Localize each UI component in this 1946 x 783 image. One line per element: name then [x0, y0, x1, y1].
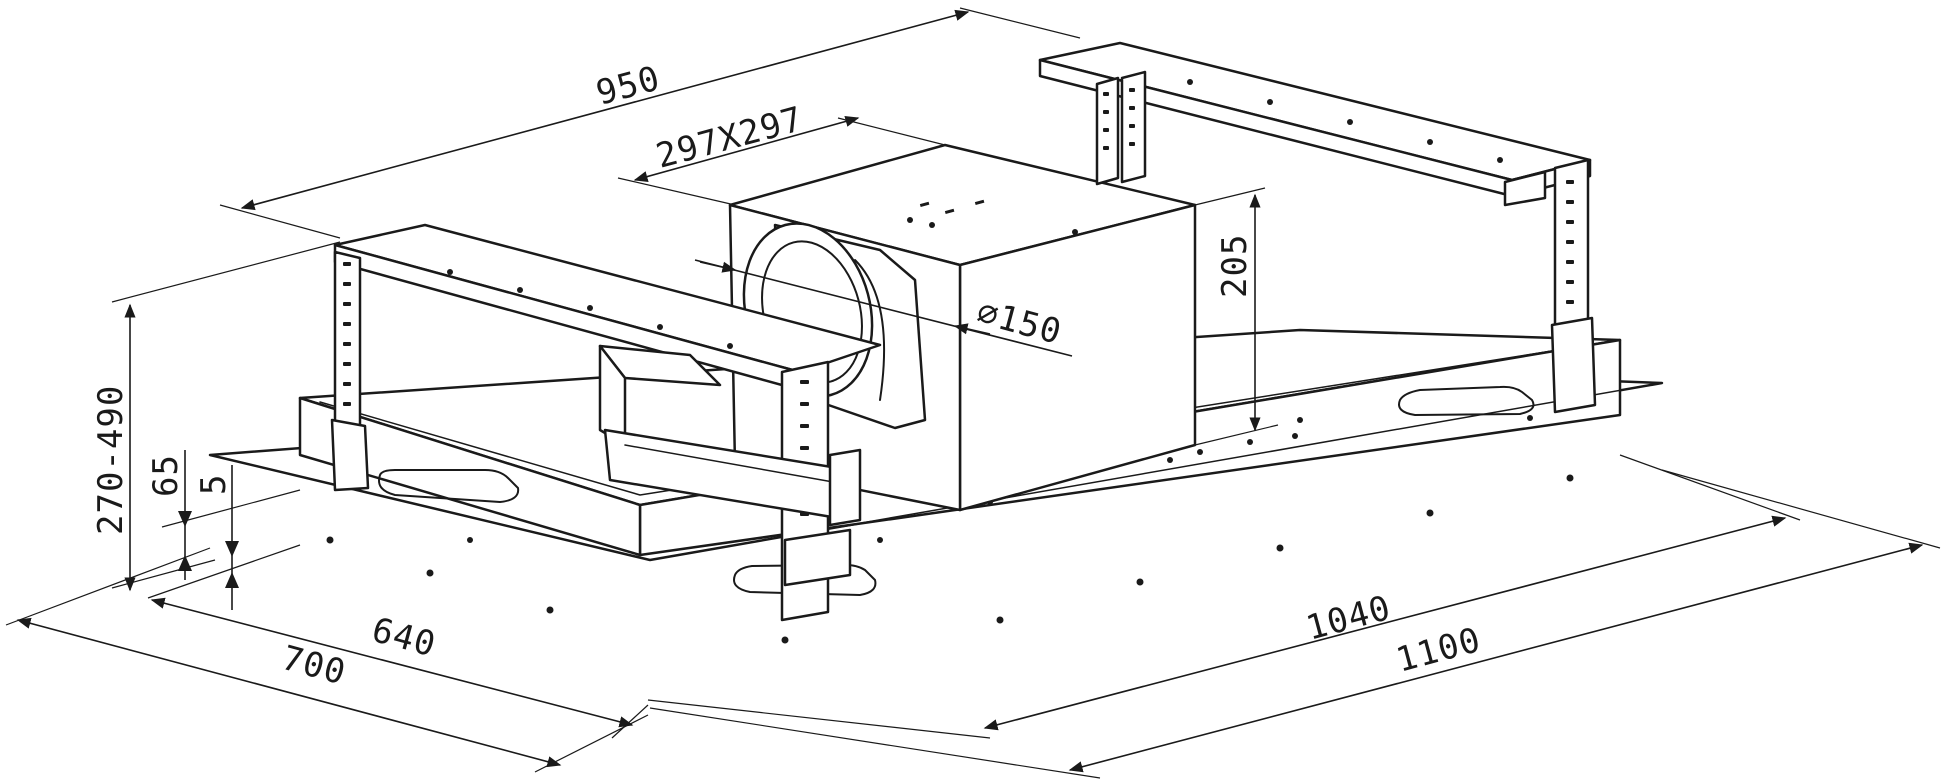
- dim-950-line: [240, 9, 970, 211]
- control-unit: [598, 344, 862, 527]
- left-rear-upright-slots: [343, 262, 351, 406]
- dim-65-arrow-top: [178, 511, 192, 527]
- dim-150-arrow-right: [953, 323, 991, 335]
- dimensions: [5, 7, 1941, 779]
- dim-1100-ext-right: [1661, 469, 1941, 549]
- dim-height-ext-top: [111, 241, 341, 303]
- dim-950-ext-right: [959, 7, 1081, 39]
- dim-height-ext-bottom: [111, 559, 216, 589]
- dim-205-ext-top: [1194, 187, 1266, 206]
- dim-1100-ext-left: [649, 707, 1101, 779]
- dim-297-ext-left: [617, 177, 736, 206]
- dim-297-ext-right: [837, 117, 946, 146]
- right-bracket-hanger: [1503, 170, 1547, 207]
- right-rear-upright-slots: [1103, 88, 1135, 150]
- right-front-foot: [1550, 316, 1597, 414]
- frame-inner-rim: [319, 344, 1591, 496]
- label-297x297: 297X297: [652, 99, 808, 177]
- dim-1040-ext-left: [647, 699, 991, 739]
- control-unit-edge: [624, 444, 851, 486]
- dim-5-arrow-bottom: [225, 572, 239, 588]
- right-mounting-bracket: [1038, 41, 1597, 414]
- spigot-edge: [854, 259, 886, 401]
- label-1100: 1100: [1392, 620, 1485, 681]
- dim-1100-line: [1068, 542, 1924, 773]
- label-700: 700: [278, 638, 351, 693]
- dim-150-arrow-left: [699, 261, 737, 273]
- dim-700-line: [16, 617, 562, 768]
- frame-left-face: [298, 396, 642, 557]
- label-205: 205: [1215, 234, 1255, 298]
- label-270-490: 270-490: [91, 385, 131, 535]
- dim-1040-ext-right: [1619, 454, 1801, 521]
- dim-700-ext-left: [5, 547, 211, 626]
- dim-950-ext-left: [219, 204, 341, 239]
- base-glass-edge-left: [209, 454, 651, 561]
- dim-297-line: [633, 115, 860, 183]
- label-1040: 1040: [1302, 588, 1395, 649]
- dim-150-leader: [694, 259, 1073, 357]
- filter-cutout-right: [1398, 385, 1535, 416]
- filter-cutout-left: [378, 469, 520, 503]
- dim-205-ext-bottom: [1194, 424, 1279, 446]
- filter-cutout-front: [733, 563, 877, 596]
- left-rear-foot: [330, 418, 370, 492]
- label-950: 950: [592, 58, 665, 113]
- label-65: 65: [146, 454, 186, 497]
- label-5: 5: [194, 474, 234, 495]
- control-unit-box: [828, 448, 862, 527]
- dim-640-ext-left: [147, 544, 301, 599]
- right-front-upright-slots: [1566, 180, 1574, 304]
- left-front-upright-inner: [783, 528, 852, 587]
- right-rail-holes: [1187, 79, 1503, 163]
- dim-65-arrow-bottom: [178, 555, 192, 571]
- dim-5-arrow-top: [225, 541, 239, 557]
- label-640: 640: [368, 610, 441, 665]
- left-rail-holes: [447, 269, 733, 349]
